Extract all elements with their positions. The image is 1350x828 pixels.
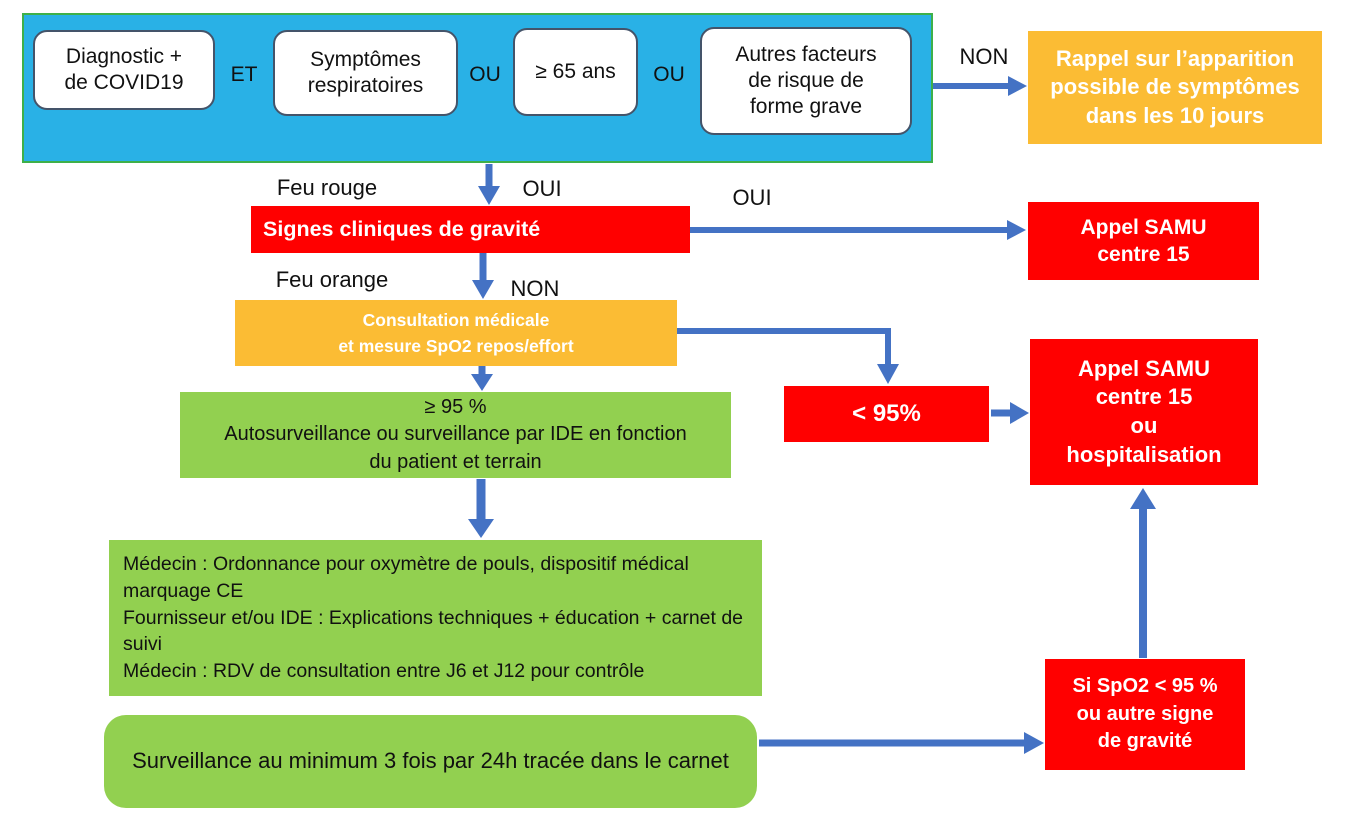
appel-samu-1-box: Appel SAMU centre 15 <box>1028 202 1259 280</box>
oui-to-samu-label: OUI <box>732 185 772 210</box>
parcours-medecin-item3: Médecin : RDV de consultation entre J6 e… <box>123 660 645 683</box>
appel-samu-2-line4: hospitalisation <box>1066 441 1222 467</box>
criteria-box-diagnostic: Diagnostic + de COVID19 <box>33 30 215 110</box>
criteria-box-diagnostic-line1: Diagnostic + <box>65 44 183 68</box>
arrow-banner-to-signes <box>478 164 500 205</box>
criteria-box-facteurs-line2: de risque de <box>748 68 864 92</box>
feu-rouge-label: Feu rouge <box>276 175 378 200</box>
criteria-box-symptomes-line2: respiratoires <box>307 74 424 97</box>
spo2-sup95-box: ≥ 95 % Autosurveillance ou surveillance … <box>180 392 731 478</box>
arrow-sup95-to-medecin <box>468 479 494 538</box>
criteria-box-age: ≥ 65 ans <box>513 28 638 116</box>
non-to-rappel-label: NON <box>959 44 1009 69</box>
arrow-signes-to-samu1 <box>690 220 1026 240</box>
surveillance-text: Surveillance au minimum 3 fois par 24h t… <box>132 748 729 774</box>
rappel-box-line2: possible de symptômes <box>1050 74 1300 100</box>
si-spo2-inf95-line1: Si SpO2 < 95 % <box>1072 675 1218 698</box>
non-to-consultation-label: NON <box>510 276 560 301</box>
rappel-box-line1: Rappel sur l’apparition <box>1055 46 1295 72</box>
connector-ou2-label: OU <box>653 63 685 86</box>
criteria-box-age-line1: ≥ 65 ans <box>535 59 616 83</box>
parcours-medecin-box: Médecin : Ordonnance pour oxymètre de po… <box>109 540 762 696</box>
arrow-inf95-to-samu2 <box>991 402 1029 424</box>
arrow-sispo2-to-samu2 <box>1130 488 1156 658</box>
consultation-line2: et mesure SpO2 repos/effort <box>338 336 574 356</box>
arrow-consultation-to-inf95 <box>677 328 899 384</box>
appel-samu-2-line3: ou <box>1130 413 1158 438</box>
criteria-box-facteurs-line1: Autres facteurs <box>735 42 877 66</box>
parcours-medecin-item1: Médecin : Ordonnance pour oxymètre de po… <box>123 552 689 602</box>
appel-samu-1-line1: Appel SAMU <box>1080 215 1207 239</box>
spo2-sup95-line2: Autosurveillance ou surveillance par IDE… <box>224 423 687 446</box>
consultation-box: Consultation médicale et mesure SpO2 rep… <box>235 300 677 366</box>
criteria-box-facteurs: Autres facteurs de risque de forme grave <box>700 27 912 135</box>
arrow-surveillance-to-sispo2 <box>759 732 1044 754</box>
signes-gravite-text: Signes cliniques de gravité <box>263 217 541 241</box>
surveillance-box: Surveillance au minimum 3 fois par 24h t… <box>104 715 757 808</box>
si-spo2-inf95-line2: ou autre signe <box>1076 702 1214 725</box>
criteria-box-symptomes-line1: Symptômes <box>310 47 421 71</box>
arrow-banner-to-rappel <box>933 76 1027 96</box>
appel-samu-2-line2: centre 15 <box>1095 384 1193 410</box>
parcours-medecin-item2: Fournisseur et/ou IDE : Explications tec… <box>123 606 744 656</box>
feu-orange-label: Feu orange <box>275 267 389 292</box>
rappel-box: Rappel sur l’apparition possible de symp… <box>1028 31 1322 144</box>
spo2-inf95-box: < 95% <box>784 386 989 442</box>
appel-samu-2-line1: Appel SAMU <box>1078 355 1210 381</box>
consultation-line1: Consultation médicale <box>362 309 550 330</box>
arrow-signes-to-consultation <box>472 253 494 299</box>
rappel-box-line3: dans les 10 jours <box>1085 102 1265 128</box>
si-spo2-inf95-box: Si SpO2 < 95 % ou autre signe de gravité <box>1045 659 1245 770</box>
connector-ou1-label: OU <box>469 63 501 86</box>
arrow-consultation-to-sup95 <box>471 366 493 391</box>
si-spo2-inf95-line3: de gravité <box>1097 730 1193 753</box>
appel-samu-2-box: Appel SAMU centre 15 ou hospitalisation <box>1030 339 1258 485</box>
criteria-box-symptomes: Symptômes respiratoires <box>273 30 458 116</box>
oui-to-signes-label: OUI <box>522 176 562 201</box>
spo2-sup95-line3: du patient et terrain <box>369 450 542 473</box>
appel-samu-1-line2: centre 15 <box>1097 243 1190 266</box>
connector-et-label: ET <box>230 63 258 86</box>
spo2-sup95-line1: ≥ 95 % <box>424 395 487 418</box>
criteria-box-facteurs-line3: forme grave <box>749 95 863 119</box>
spo2-inf95-text: < 95% <box>852 400 921 427</box>
criteria-box-diagnostic-line2: de COVID19 <box>64 71 184 94</box>
signes-gravite-box: Signes cliniques de gravité <box>251 206 690 253</box>
